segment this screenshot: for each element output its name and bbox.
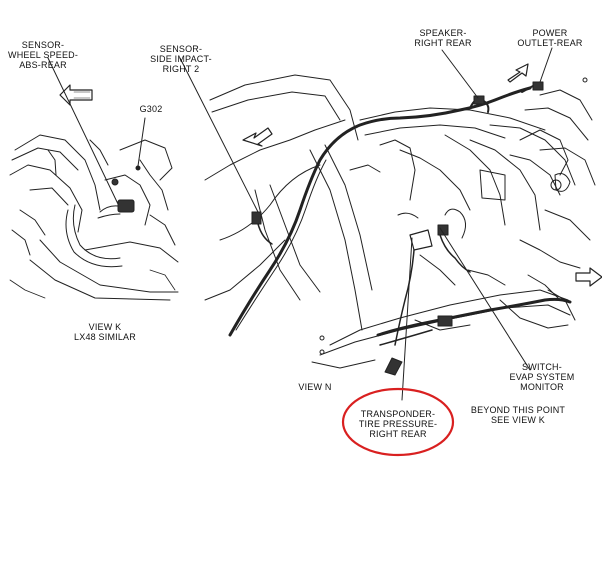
highlight-ellipse [341,387,455,457]
arrow-down-left-icon [242,127,273,147]
caption-view-n: VIEW N [290,382,340,392]
arrow-right-icon [575,267,602,287]
view-n-illustration [179,47,602,401]
label-g302: G302 [136,104,166,114]
view-k-illustration [9,57,179,301]
arrow-up-right-icon [507,63,529,83]
label-switch-evap: SWITCH- EVAP SYSTEM MONITOR [502,362,582,392]
label-line: SWITCH- [522,362,562,372]
label-line: SIDE IMPACT- [150,54,212,64]
label-line: SENSOR- [21,40,65,50]
label-line: TRANSPONDER- [360,409,436,419]
caption-view-k: VIEW K LX48 SIMILAR [70,322,140,342]
label-beyond-this-point: BEYOND THIS POINT SEE VIEW K [468,405,568,425]
label-line: WHEEL SPEED- [8,50,79,60]
label-line: SENSOR- [159,44,203,54]
label-line: ABS-REAR [19,60,67,70]
label-line: SPEAKER- [419,28,467,38]
label-transponder: TRANSPONDER- TIRE PRESSURE- RIGHT REAR [353,409,443,439]
label-line: SEE VIEW K [490,415,545,425]
label-line: TIRE PRESSURE- [358,419,438,429]
label-line: OUTLET-REAR [517,38,583,48]
label-line: BEYOND THIS POINT [470,405,566,415]
label-line: RIGHT REAR [369,429,427,439]
arrow-left-icon [59,84,93,106]
label-power-outlet: POWER OUTLET-REAR [512,28,588,48]
label-line: MONITOR [520,382,564,392]
label-line: G302 [139,104,163,114]
caption-line: VIEW N [298,382,332,392]
caption-line: VIEW K [88,322,122,332]
label-sensor-wheel-speed: SENSOR- WHEEL SPEED- ABS-REAR [8,40,78,70]
caption-line: LX48 SIMILAR [74,332,136,342]
label-line: POWER [532,28,568,38]
label-line: RIGHT 2 [162,64,200,74]
label-line: EVAP SYSTEM [509,372,575,382]
label-line: RIGHT REAR [414,38,472,48]
label-sensor-side-impact: SENSOR- SIDE IMPACT- RIGHT 2 [146,44,216,74]
label-speaker: SPEAKER- RIGHT REAR [408,28,478,48]
